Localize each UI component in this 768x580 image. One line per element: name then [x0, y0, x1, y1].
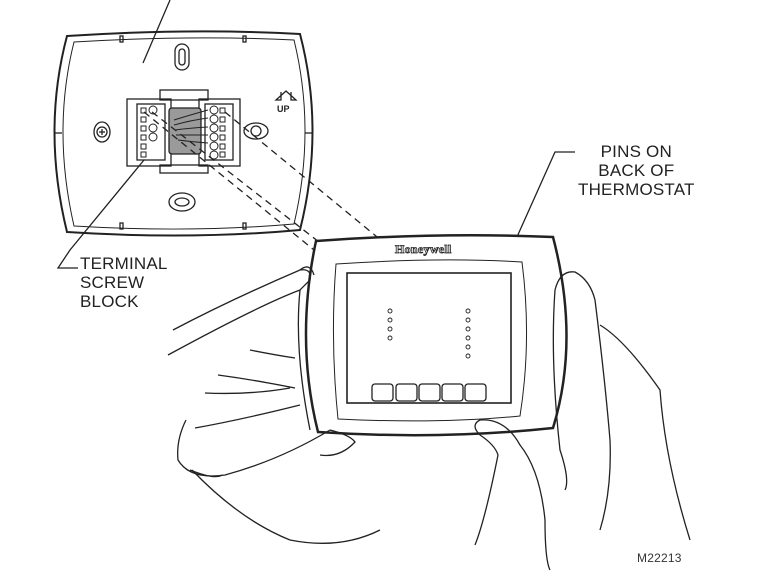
figure-id: M22213 [637, 551, 682, 565]
thermostat-button-5 [464, 383, 487, 402]
terminal-callout-line-2: SCREW [80, 273, 145, 292]
thermostat [304, 233, 568, 437]
left-hand [167, 266, 381, 544]
terminal-callout: TERMINAL SCREW BLOCK [80, 254, 168, 311]
thermostat-button-2 [395, 383, 418, 402]
terminal-callout-line-1: TERMINAL [80, 254, 168, 273]
pins-callout-line-2: BACK OF [598, 161, 675, 180]
pins-callout-line-3: THERMOSTAT [578, 180, 695, 199]
up-marking: UP [277, 104, 290, 114]
right-hand [474, 271, 691, 571]
terminal-callout-line-3: BLOCK [80, 292, 139, 311]
honeywell-logo: Honeywell [395, 242, 452, 257]
pins-callout-line-1: PINS ON [600, 142, 672, 161]
terminal-leader-line [56, 159, 145, 269]
terminal-screw-block [126, 89, 241, 174]
alignment-lines [143, 111, 467, 311]
wire-cavity [168, 107, 202, 155]
pins-callout: PINS ON BACK OF THERMOSTAT [578, 142, 695, 199]
thermostat-button-4 [441, 383, 464, 402]
wallplate [53, 30, 314, 237]
thermostat-button-1 [371, 383, 394, 402]
thermostat-button-3 [418, 383, 441, 402]
